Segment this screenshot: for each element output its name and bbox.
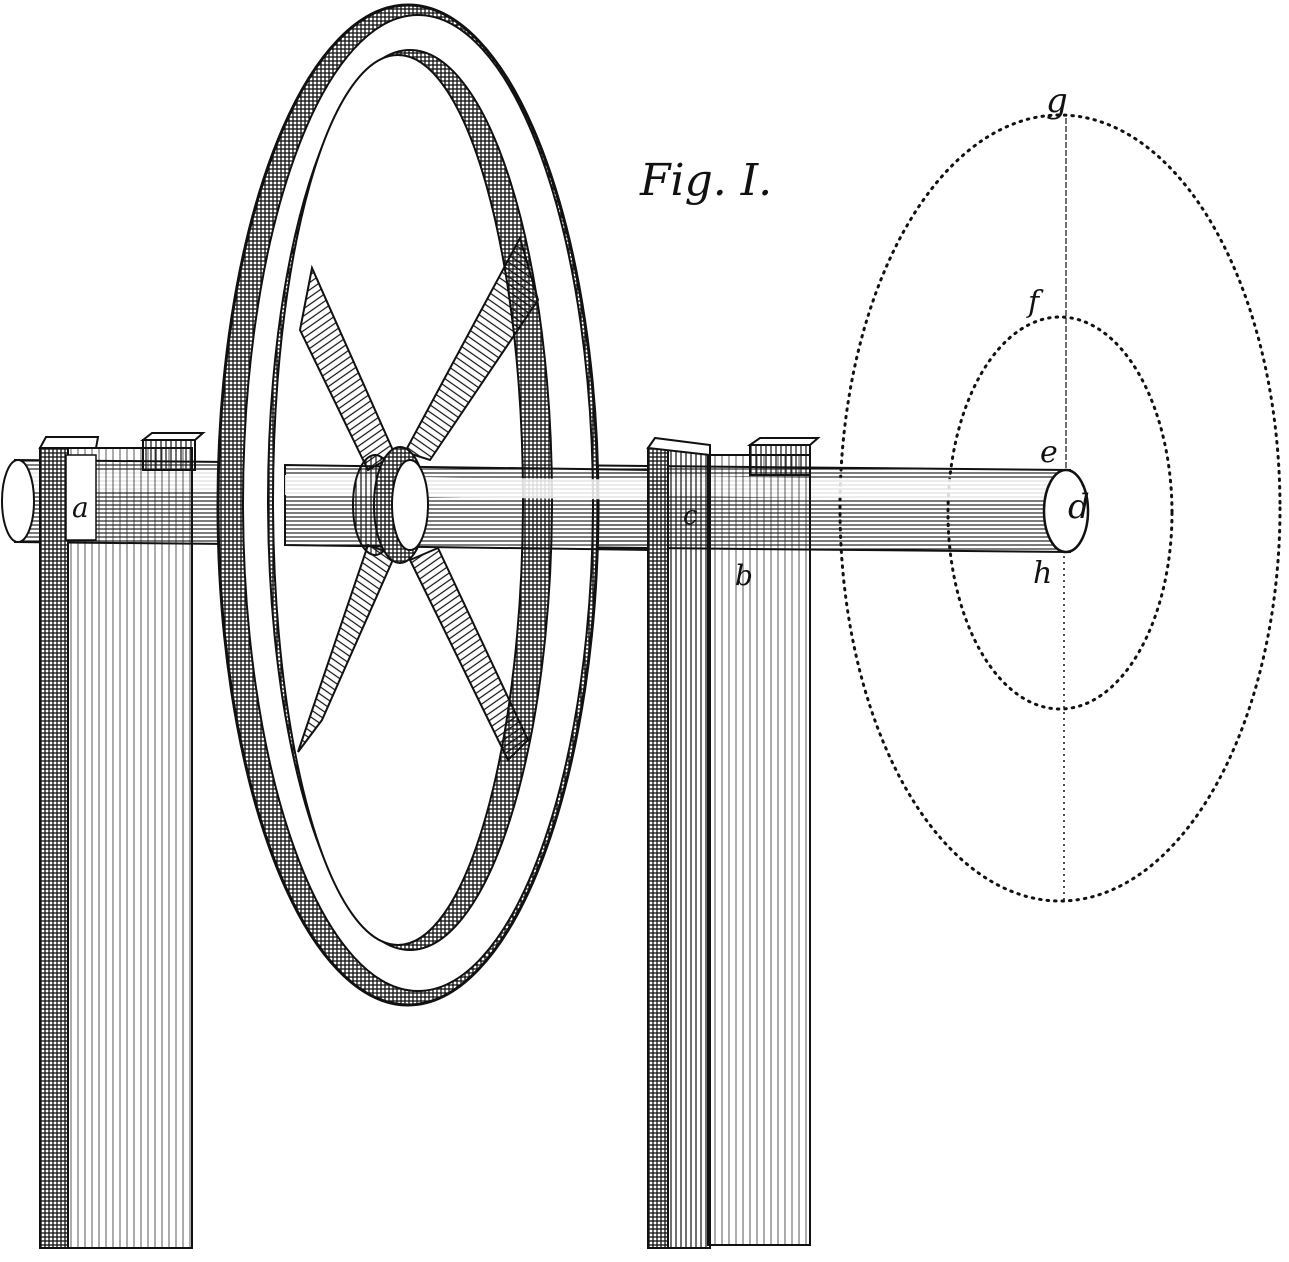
left-post-band	[65, 454, 97, 541]
right-post-side	[647, 447, 669, 1249]
label-b: b	[735, 559, 753, 592]
wheel	[216, 3, 651, 1007]
right-post-face	[667, 447, 711, 1249]
axle-right-end	[1042, 468, 1090, 554]
left-back-peg-top	[140, 432, 206, 441]
wheel-hub-face	[391, 459, 429, 551]
spoke-upper-right	[403, 235, 540, 462]
figure-title: Fig. I.	[639, 155, 772, 206]
right-back-peg-top	[746, 437, 821, 446]
right-post-front	[707, 454, 811, 1246]
left-post-top	[38, 436, 100, 449]
spoke-lower-right	[408, 546, 530, 762]
label-f: f	[1026, 285, 1044, 320]
axle-left-end	[1, 459, 35, 543]
left-post-side	[39, 447, 69, 1249]
left-post-front	[65, 447, 193, 1249]
inner-dotted-circle	[946, 315, 1174, 711]
label-d: d	[1068, 487, 1090, 527]
label-h: h	[1033, 556, 1052, 591]
right-post	[646, 436, 811, 1249]
label-c: c	[683, 501, 698, 531]
label-g: g	[1046, 81, 1068, 121]
left-post	[38, 436, 193, 1249]
label-a: a	[72, 491, 89, 524]
right-post-top	[646, 436, 711, 457]
label-e: e	[1040, 435, 1058, 470]
